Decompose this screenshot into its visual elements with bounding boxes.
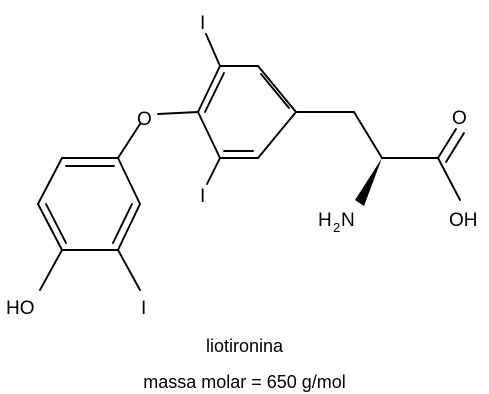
wedge-bond <box>355 158 382 206</box>
ether-oxygen-label: O <box>137 109 152 130</box>
iodine-top-label: I <box>200 13 205 34</box>
ether-bond-upper <box>157 111 199 115</box>
phenol-hydroxyl-label: HO <box>6 298 35 319</box>
acid-hydroxyl-label: OH <box>449 210 478 231</box>
iodine-bond-bottom <box>117 249 141 291</box>
molar-mass-caption: massa molar = 650 g/mol <box>143 372 346 392</box>
hydroxyl-bond <box>39 249 63 291</box>
lower-benzene-ring <box>37 157 141 251</box>
iodine-bottom-label: I <box>141 298 146 319</box>
amine-h-label: H <box>318 210 332 231</box>
compound-name: liotironina <box>205 336 284 356</box>
ether-bond-lower <box>117 123 141 159</box>
upper-benzene-ring <box>197 65 297 159</box>
iodine-bond-top <box>205 33 221 67</box>
iodine-bond-middle <box>206 157 221 185</box>
amine-n-label: N <box>341 210 355 231</box>
carbonyl-oxygen-label: O <box>452 108 467 129</box>
amine-subscript-label: 2 <box>333 220 340 235</box>
alanine-side-chain <box>295 111 465 206</box>
iodine-middle-label: I <box>200 186 205 207</box>
liothyronine-structure: I I I O HO O OH H 2 N <box>6 13 478 319</box>
